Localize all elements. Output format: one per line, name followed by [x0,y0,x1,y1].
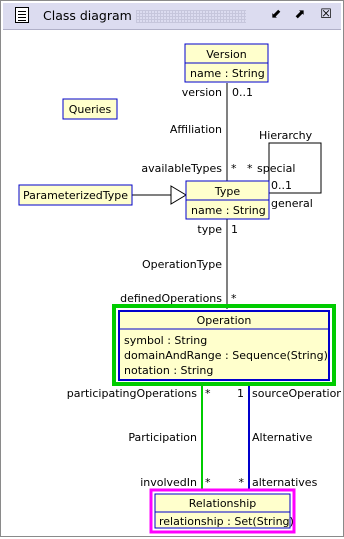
multiplicity-label: 1 [237,387,244,400]
class-attribute: name : String [191,204,266,217]
title-grip-pattern [136,10,246,23]
generalization-arrowhead [170,185,187,205]
association-name: Alternative [252,431,313,444]
class-operation[interactable]: Operation symbol : String domainAndRange… [112,304,336,386]
association-name: Affiliation [170,123,222,136]
class-name: Queries [69,103,112,116]
role-label: sourceOperation [252,387,341,400]
role-label: involvedIn [140,476,197,489]
class-version[interactable]: Version name : String [184,43,269,83]
class-attribute: domainAndRange : Sequence(String) [124,349,328,362]
role-label: definedOperations [120,292,222,305]
multiplicity-label: * [231,292,237,305]
class-name: Relationship [189,497,257,510]
class-name: Operation [197,314,252,327]
multiplicity-label: * [205,476,211,489]
multiplicity-label: * [247,162,253,175]
multiplicity-label: 0..1 [271,179,292,192]
diagram-canvas: Version name : String Queries Parameteri… [3,31,343,535]
class-attribute: relationship : Set(String) [159,515,294,528]
role-label: availableTypes [141,162,222,175]
role-label: general [271,197,313,210]
role-label: participatingOperations [67,387,198,400]
role-label: type [197,223,222,236]
association-name: Hierarchy [259,129,313,142]
multiplicity-label: * [231,162,237,175]
close-icon[interactable]: ☒ [320,7,332,22]
multiplicity-label: * [205,387,211,400]
window-titlebar[interactable]: Class diagram ⬋ ⬈ ☒ [3,3,341,30]
maximize-icon[interactable]: ⬈ [294,7,306,22]
class-attribute: symbol : String [124,334,207,347]
class-queries[interactable]: Queries [62,98,118,120]
association-name: OperationType [142,258,222,271]
association-name: Participation [128,431,197,444]
role-label: special [257,162,295,175]
multiplicity-label: 0..1 [232,86,253,99]
hierarchy-line[interactable] [268,142,322,194]
window-title: Class diagram [43,8,132,23]
role-label: alternatives [252,476,318,489]
document-menu-icon[interactable] [15,7,29,23]
role-label: version [182,86,222,99]
class-type[interactable]: Type name : String [185,180,270,220]
class-attribute: name : String [190,67,265,80]
multiplicity-label: * [239,476,245,489]
class-name: ParameterizedType [23,189,128,202]
class-attribute: notation : String [124,364,213,377]
class-parameterized-type[interactable]: ParameterizedType [18,184,133,206]
minimize-icon[interactable]: ⬋ [270,7,282,22]
class-relationship[interactable]: Relationship relationship : Set(String) [149,488,296,534]
class-name: Type [214,185,240,198]
class-name: Version [206,48,246,61]
multiplicity-label: 1 [231,223,238,236]
